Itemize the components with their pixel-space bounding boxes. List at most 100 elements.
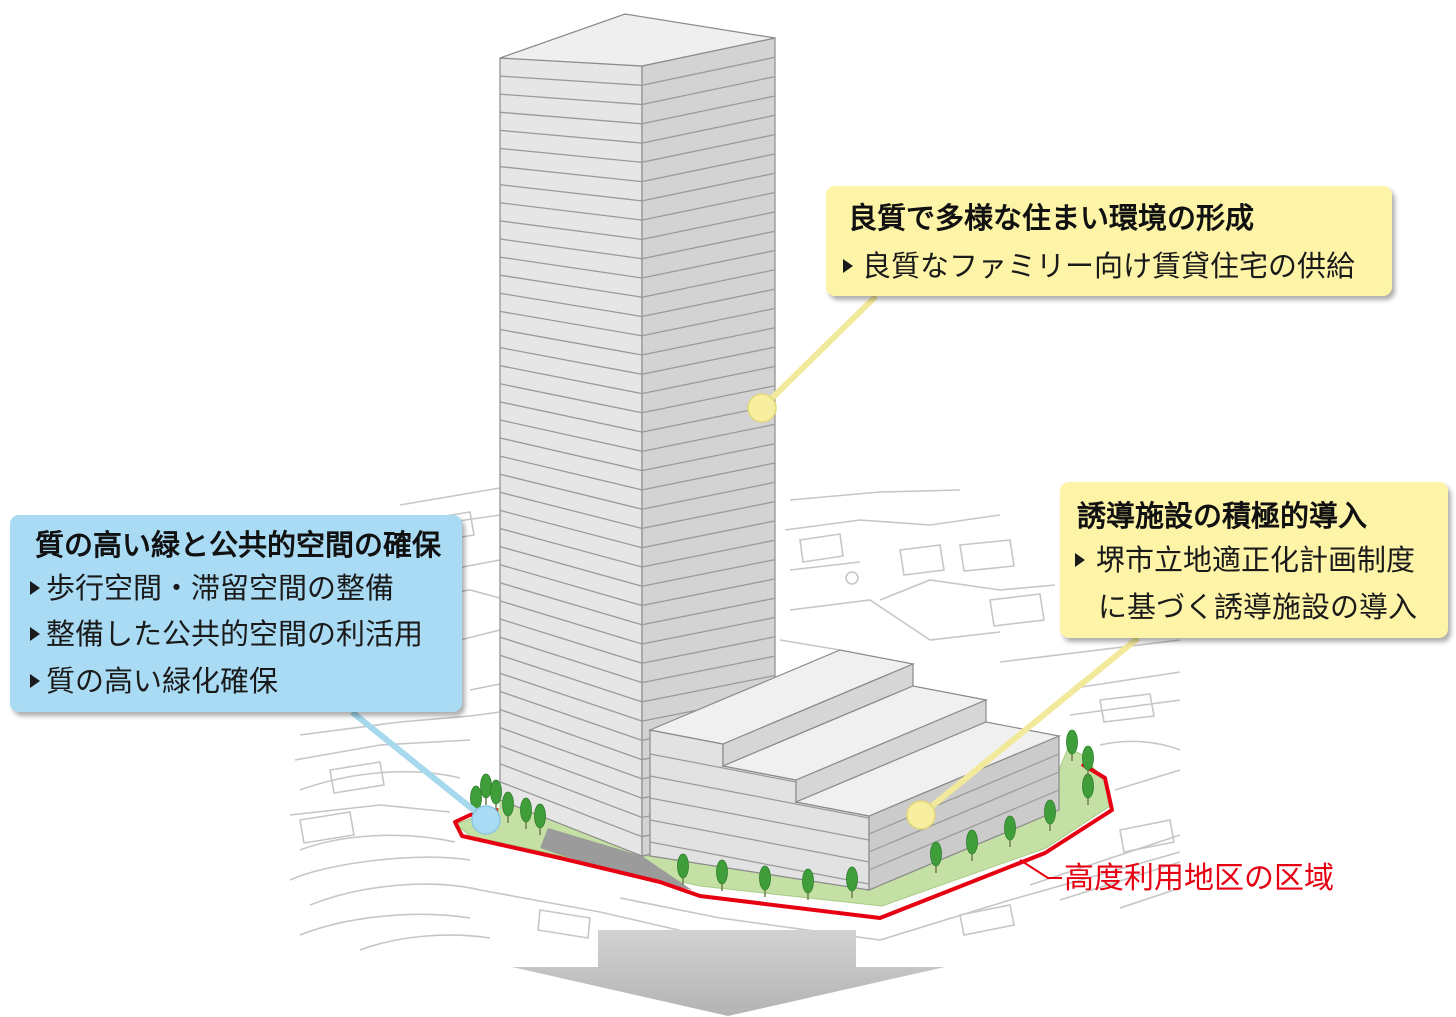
leader-line	[759, 293, 879, 411]
bullet-text: 良質なファミリー向け賃貸住宅の供給	[862, 249, 1356, 283]
leader-dot	[747, 393, 777, 423]
tower-floor-line	[499, 763, 643, 819]
map-building	[989, 593, 1045, 627]
tree-crown	[1004, 815, 1016, 841]
site-map	[289, 487, 1181, 951]
paved-plaza	[540, 828, 692, 890]
map-road	[1069, 699, 1181, 716]
callout-title: 良質で多様な住まい環境の形成	[848, 201, 1255, 235]
area-boundary	[453, 762, 1114, 920]
tower-floor-line	[499, 310, 643, 337]
tower-floor-line	[499, 75, 643, 86]
leader-facilities	[906, 635, 1140, 830]
map-building	[329, 761, 385, 794]
map-road	[1074, 671, 1181, 689]
tower-floor-line	[499, 491, 643, 530]
map-road	[299, 834, 456, 851]
tower-floor-line	[499, 419, 643, 453]
tree-crown	[846, 866, 858, 892]
map-road	[359, 934, 491, 951]
low-rise-building	[647, 649, 1062, 891]
tower-floor-line	[641, 153, 776, 183]
trees	[470, 729, 1094, 900]
tree-icon	[930, 841, 942, 873]
tower-floor-line	[641, 230, 776, 260]
tower-floor-line	[641, 56, 776, 86]
triangle-right-icon	[30, 581, 40, 595]
map-road	[1029, 834, 1181, 886]
map-road	[399, 487, 501, 506]
tree-icon	[502, 791, 514, 823]
callout-facilities: 誘導施設の積極的導入 堺市立地適正化計画制度 に基づく誘導施設の導入	[1060, 482, 1448, 638]
tower-floor-line	[499, 745, 643, 799]
arrow-down-icon	[512, 930, 945, 1016]
podium-floor-line	[650, 819, 869, 863]
tower-floor-line	[499, 93, 643, 106]
tower-floor-line	[499, 726, 643, 780]
map-building	[899, 544, 945, 576]
tower-floor-line	[499, 328, 643, 356]
tower-floor-line	[641, 520, 776, 549]
tower-floor-line	[641, 578, 776, 607]
map-road	[299, 913, 471, 936]
tower-floor-line	[641, 269, 776, 298]
tower-floor-line	[499, 202, 643, 221]
tower-floor-line	[641, 288, 776, 318]
tree-icon	[480, 773, 492, 805]
tower-floor-line	[499, 708, 643, 761]
tower-floor-line	[499, 165, 643, 183]
tree-crown	[966, 829, 978, 855]
podium-floor-line	[869, 771, 1059, 853]
tower-floor-line	[641, 307, 776, 337]
tower-floor-line	[641, 365, 776, 395]
leader-dot	[471, 805, 501, 835]
tower-floor-line	[641, 191, 776, 221]
tower-floor-line	[641, 75, 776, 106]
tower-floor-line	[499, 618, 643, 664]
tower-floor-line	[499, 346, 643, 375]
map-road	[299, 711, 501, 736]
tree-icon	[677, 853, 689, 885]
callout-title: 質の高い緑と公共的空間の確保	[35, 528, 442, 562]
podium-floor-line	[650, 841, 869, 885]
tower-floor-line	[641, 95, 776, 125]
podium-floor-line	[869, 789, 1059, 871]
tree-crown	[490, 779, 502, 805]
tower-floor-line	[499, 383, 643, 414]
tower-floor-line	[641, 443, 776, 472]
tree-crown	[802, 868, 814, 894]
map-road	[289, 804, 451, 816]
podium-floor-line	[650, 775, 869, 819]
triangle-right-icon	[843, 259, 853, 273]
tower-floor-line	[499, 455, 643, 491]
tree-crown	[502, 791, 514, 817]
map-road	[289, 856, 471, 881]
tower-floor-line	[499, 636, 643, 684]
tower-floor-line	[641, 114, 776, 144]
map-road	[294, 739, 471, 761]
tree-icon	[802, 868, 814, 900]
podium-floor-line	[650, 797, 869, 841]
tower-floor-line	[499, 582, 643, 626]
map-road	[299, 771, 461, 791]
tower-floor-line	[499, 672, 643, 722]
tree-crown	[1066, 729, 1078, 755]
tower-floor-line	[499, 781, 643, 838]
triangle-right-icon	[30, 627, 40, 641]
tree-icon	[716, 859, 728, 891]
podium-floor-line	[869, 753, 1059, 835]
map-road	[789, 489, 961, 501]
tower-floor-line	[641, 500, 776, 530]
tower-floor-line	[499, 654, 643, 703]
tower-floor-line	[499, 256, 643, 279]
bullet-text: に基づく誘導施設の導入	[1098, 590, 1418, 624]
tower-floor-line	[499, 600, 643, 645]
bullet-text: 整備した公共的空間の利活用	[46, 617, 424, 651]
tower-floor-line	[499, 690, 643, 742]
tower-roof	[499, 13, 776, 67]
map-road	[469, 683, 501, 691]
map-building	[1099, 693, 1155, 723]
map-road	[999, 639, 1181, 663]
tower-left-face	[499, 57, 643, 857]
